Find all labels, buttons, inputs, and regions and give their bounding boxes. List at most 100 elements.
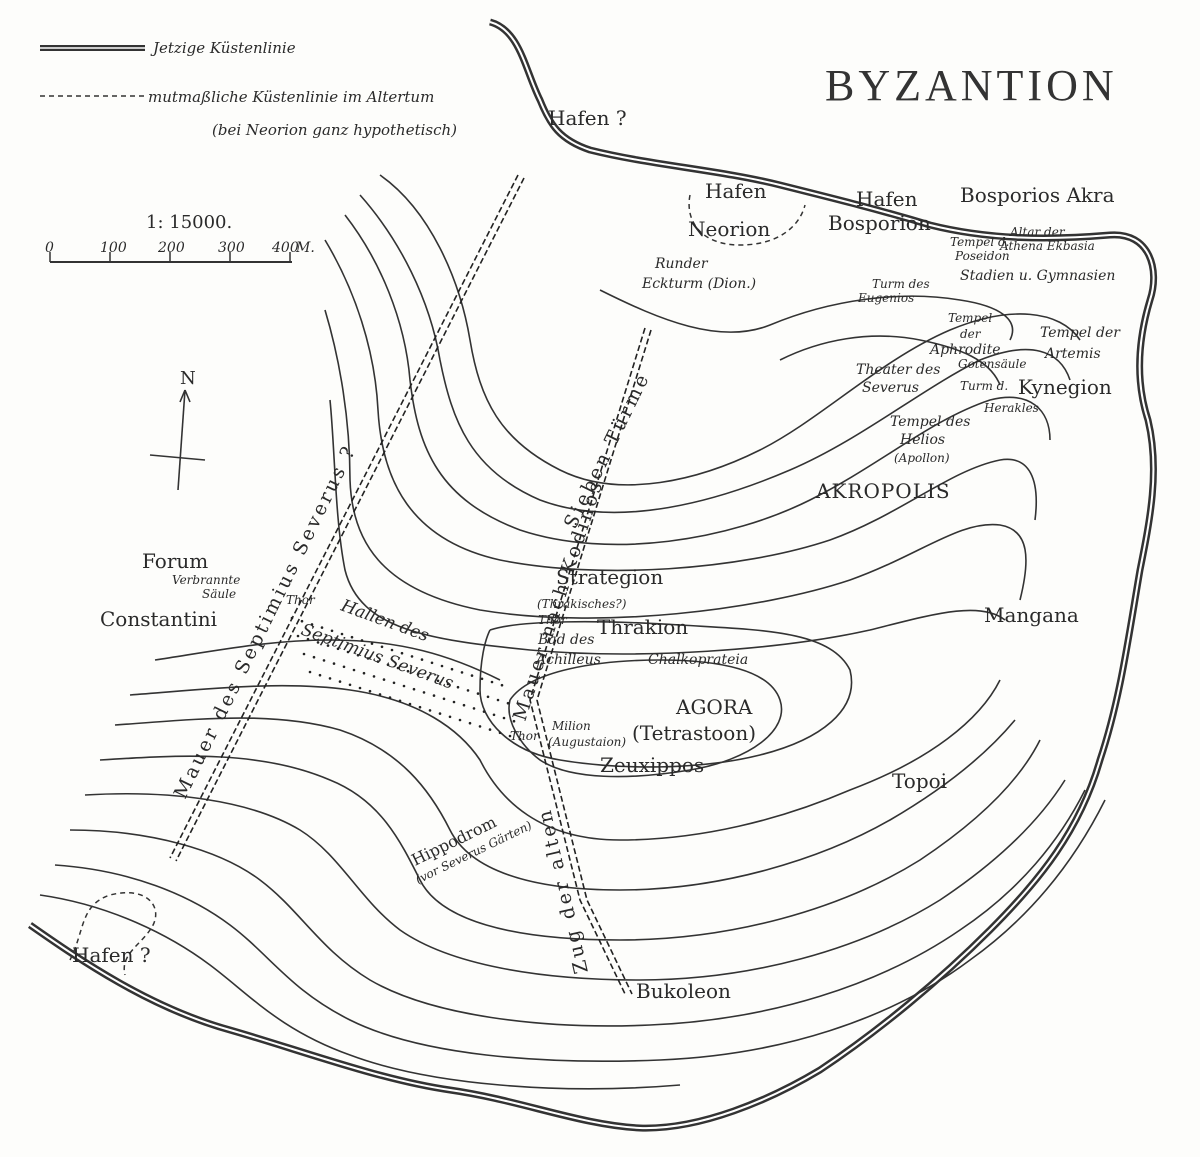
label-athena: Athena Ekbasia (999, 239, 1095, 253)
colonnade-dot (506, 701, 510, 705)
colonnade-dot (372, 675, 376, 678)
colonnade-dot (480, 677, 484, 681)
colonnade-dot (312, 655, 316, 659)
colonnade-dot (376, 660, 380, 663)
colonnade-dot (302, 652, 306, 656)
label-bad-1: Bad des (537, 632, 594, 648)
label-tempel-helios-3: (Apollon) (894, 451, 950, 465)
label-runder-1: Runder (654, 256, 709, 272)
colonnade-dot (338, 680, 342, 683)
colonnade-dot (408, 702, 412, 706)
label-tempel-artemis-1: Tempel der (1040, 325, 1121, 341)
label-hallen-2: Septimius Severus (298, 620, 456, 694)
colonnade-dot (416, 673, 420, 676)
colonnade-dot (410, 655, 414, 658)
colonnade-dots (290, 616, 522, 741)
colonnade-dot (328, 677, 332, 680)
label-bad-2: Achilleus (534, 652, 601, 668)
scale-tick-0: 0 (45, 240, 54, 256)
colonnade-dot (488, 728, 492, 731)
colonnade-dot (466, 689, 470, 692)
scale-unit: M. (295, 240, 315, 256)
colonnade-dot (330, 629, 334, 633)
label-theater-1: Theater des (856, 362, 940, 378)
label-turm-herakles-2: Herakles (983, 401, 1039, 415)
colonnade-dot (316, 641, 320, 644)
label-tetrastoon: (Tetrastoon) (632, 721, 756, 745)
north-label: N (180, 368, 196, 389)
colonnade-dot (310, 623, 314, 626)
colonnade-dot (380, 645, 384, 649)
legend: Jetzige Küstenlinie mutmaßliche Küstenli… (40, 39, 457, 139)
label-hafen-bosporion: Hafen (856, 187, 918, 211)
colonnade-dot (470, 674, 474, 677)
colonnade-dot (322, 659, 326, 662)
label-turm-eugenios-2: Eugenios (857, 291, 914, 305)
colonnade-dot (462, 703, 466, 707)
colonnade-dot (368, 689, 372, 693)
label-tempel-helios-2: Helios (899, 432, 945, 448)
label-tempel-aphrodite-1: Tempel (948, 311, 992, 325)
colonnade-dot (450, 667, 454, 671)
colonnade-dot (362, 671, 366, 675)
label-bosporios-akra: Bosporios Akra (960, 183, 1115, 207)
label-thrakion: Thrakion (597, 615, 688, 639)
colonnade-dot (438, 712, 442, 715)
label-thrakisches: (Thrakisches?) (537, 597, 627, 611)
label-runder-2: Eckturm (Dion.) (641, 276, 756, 292)
colonnade-dot (476, 692, 480, 695)
colonnade-dot (498, 731, 502, 735)
colonnade-dot (492, 713, 496, 717)
colonnade-dot (420, 658, 424, 661)
label-gotensaeule: Gotensäule (958, 357, 1026, 371)
label-bukoleon: Bukoleon (636, 979, 731, 1003)
colonnade-dot (418, 705, 422, 709)
colonnade-dot (448, 715, 452, 719)
colonnade-dot (382, 678, 386, 681)
colonnade-dot (306, 637, 310, 641)
colonnade-dot (440, 664, 444, 668)
label-verbrannte-2: Säule (202, 587, 236, 601)
label-stadien: Stadien u. Gymnasien (960, 268, 1115, 284)
colonnade-dot (386, 663, 390, 667)
colonnade-dot (428, 709, 432, 712)
colonnade-dot (388, 696, 392, 699)
colonnade-dot (412, 687, 416, 691)
label-verbrannte-1: Verbrannte (172, 573, 240, 587)
scale-tick-100: 100 (100, 240, 127, 256)
label-tempel-poseidon-2: Poseidon (954, 249, 1010, 263)
scale-ratio: 1: 15000. (146, 212, 232, 233)
colonnade-dot (296, 634, 300, 638)
label-akropolis: AKROPOLIS (815, 479, 951, 503)
colonnade-dot (336, 647, 340, 651)
colonnade-dot (396, 666, 400, 670)
colonnade-dot (482, 710, 486, 713)
legend-ancient-coast: mutmaßliche Küstenlinie im Altertum (148, 88, 434, 106)
colonnade-dot (370, 642, 374, 645)
contour-lines (39, 174, 1106, 1090)
colonnade-dot (366, 657, 370, 660)
label-turm-eugenios-1: Turm des (872, 277, 930, 291)
scale-tick-400: 400 (271, 240, 299, 256)
legend-ancient-coast-note: (bei Neorion ganz hypothetisch) (212, 121, 457, 139)
colonnade-dot (468, 721, 472, 725)
label-neorion: Neorion (688, 217, 770, 241)
label-kynegion: Kynegion (1018, 375, 1112, 399)
colonnade-dot (390, 648, 394, 652)
colonnade-dot (318, 673, 322, 677)
label-tempel-artemis-2: Artemis (1043, 346, 1101, 362)
colonnade-dot (346, 650, 350, 654)
colonnade-dot (490, 680, 494, 684)
colonnade-dot (436, 679, 440, 683)
label-chalkoprateia: Chalkoprateia (648, 652, 748, 668)
label-hafen-neorion: Hafen (705, 179, 767, 203)
colonnade-dot (472, 707, 476, 710)
colonnade-dot (290, 616, 294, 620)
colonnade-dot (340, 632, 344, 636)
colonnade-dot (512, 719, 516, 723)
label-tempel-aphrodite-3: Aphrodite (928, 342, 1001, 358)
colonnade-dot (348, 683, 352, 687)
label-zeuxippos: Zeuxippos (600, 753, 704, 777)
colonnade-dot (456, 685, 460, 689)
